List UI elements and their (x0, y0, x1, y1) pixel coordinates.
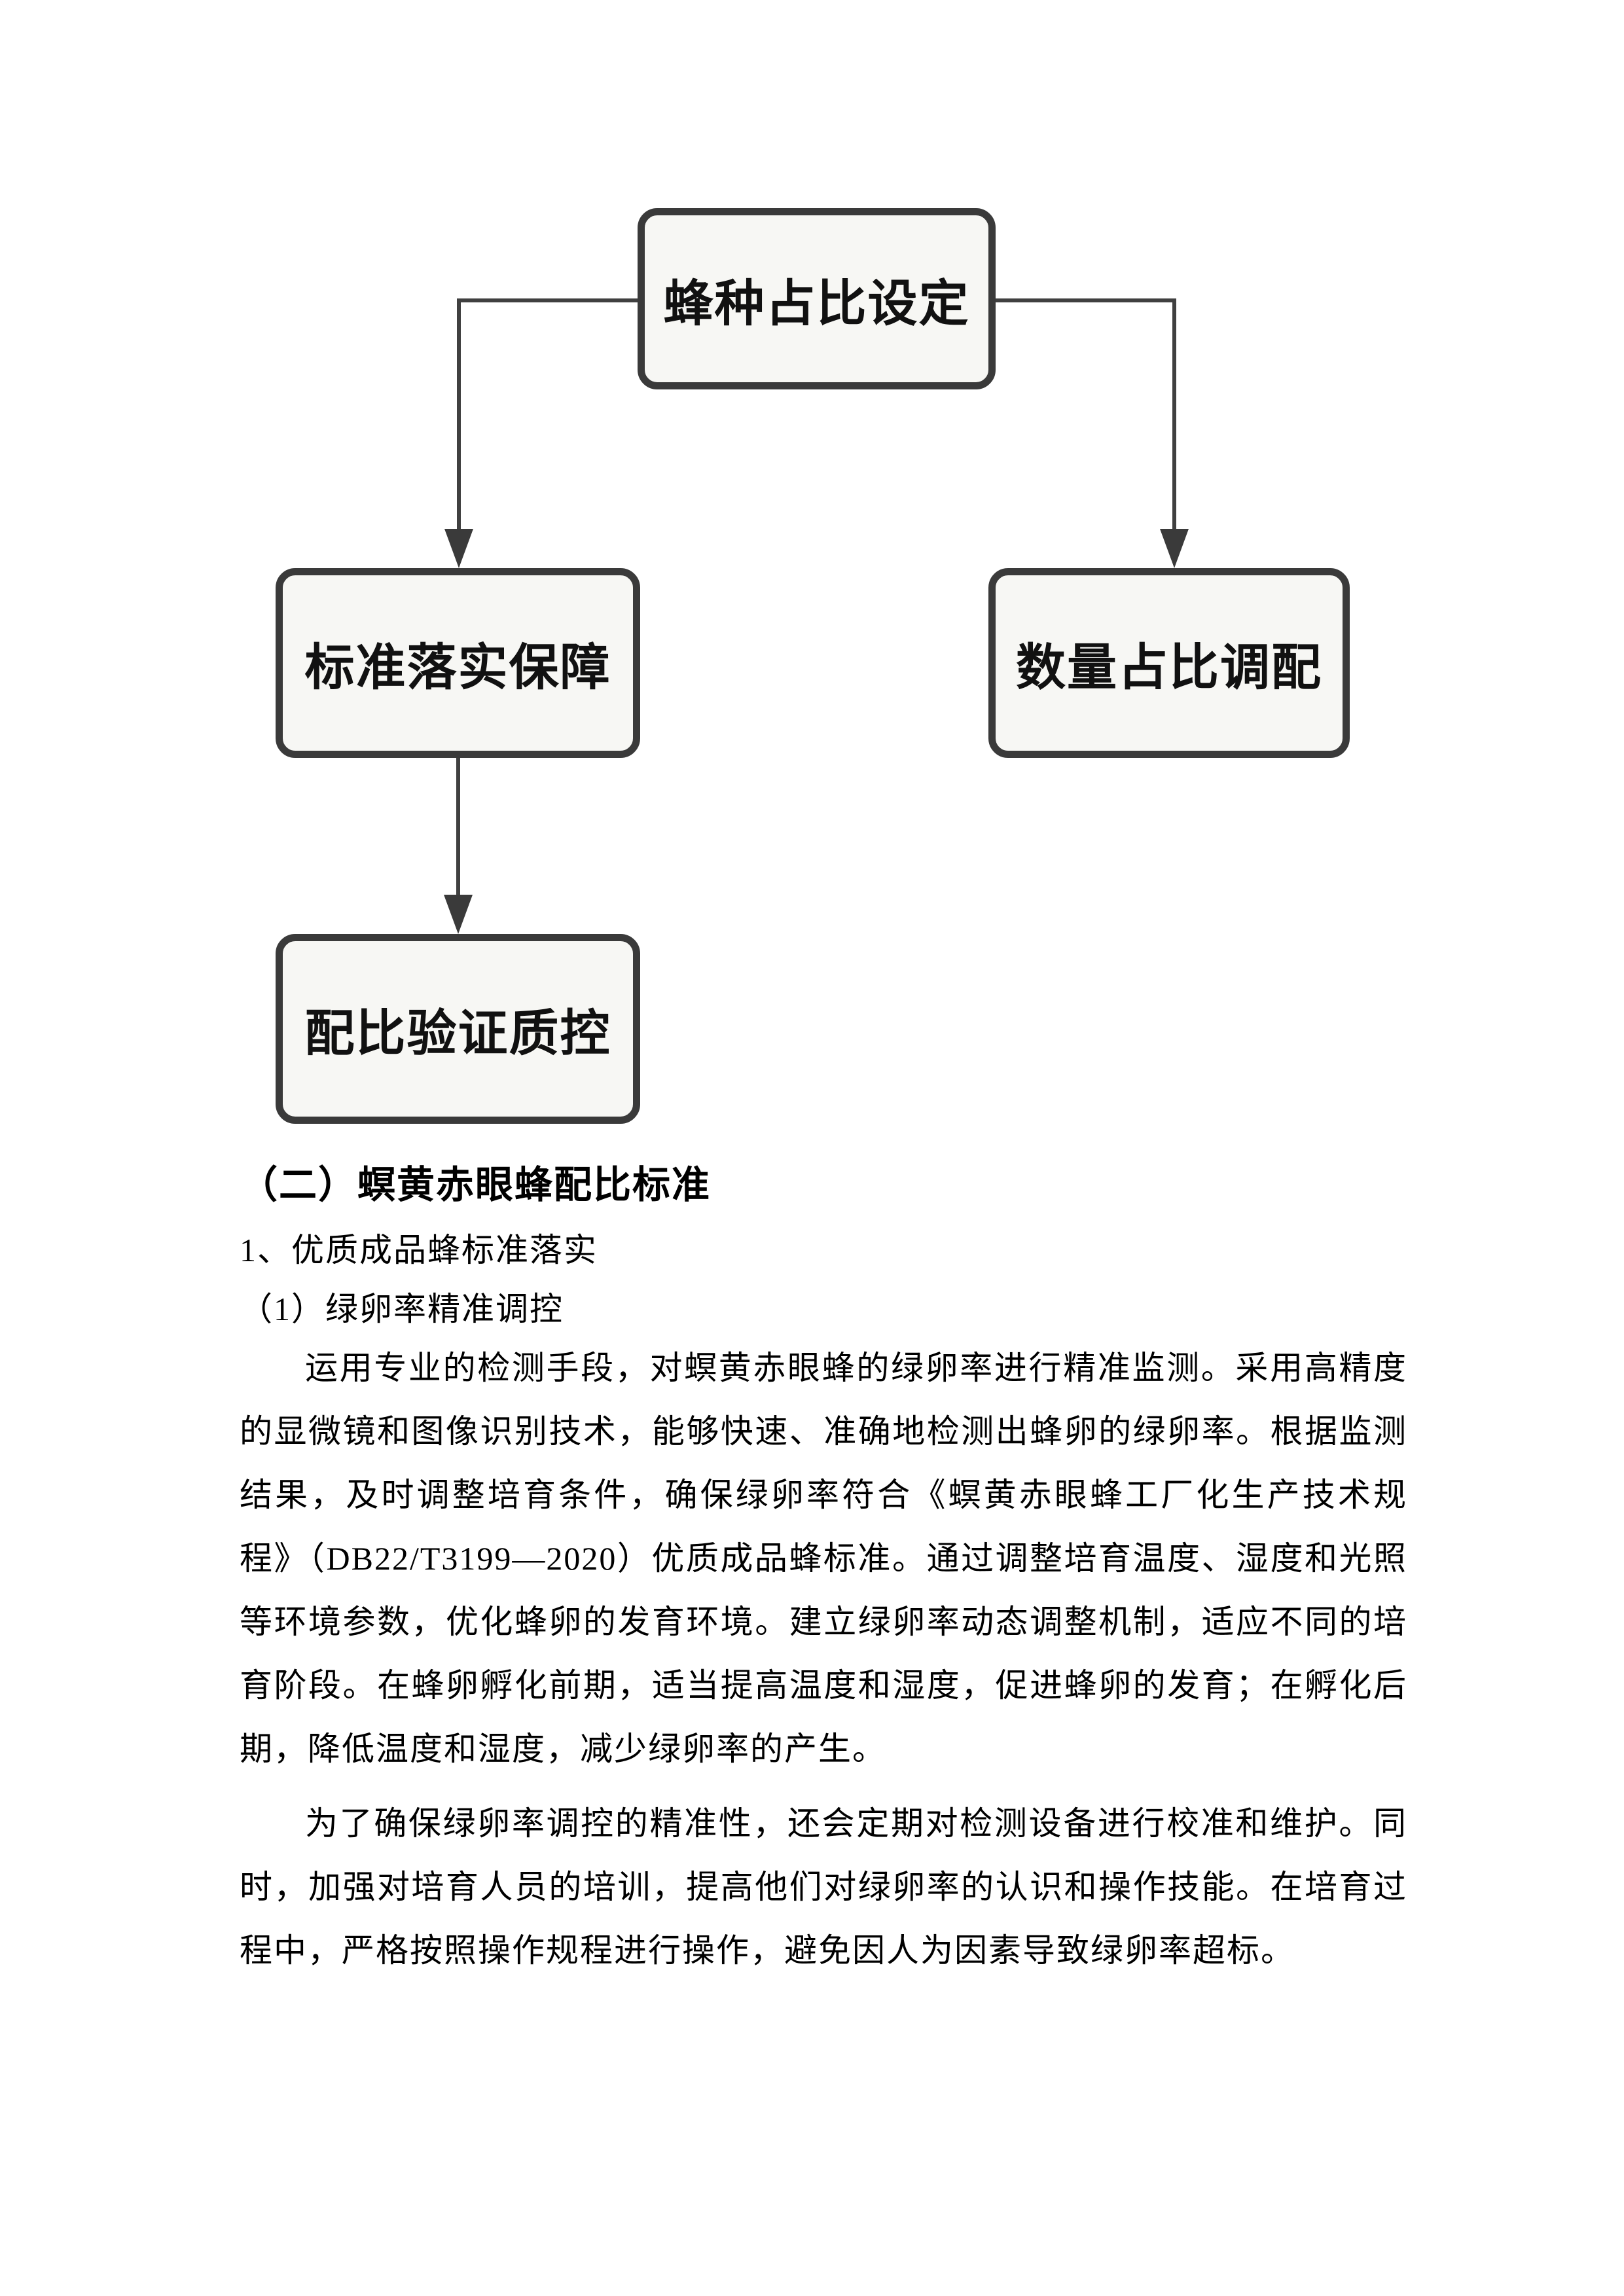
arrowhead-down-icon (444, 895, 473, 934)
paragraph-green-egg-rate-control: 运用专业的检测手段，对螟黄赤眼蜂的绿卵率进行精准监测。采用高精度的显微镜和图像识… (240, 1350, 1407, 1767)
flowchart-node-root-label: 蜂种占比设定 (663, 276, 970, 332)
flowchart-node-root: 蜂种占比设定 (638, 208, 996, 389)
flowchart-node-left-label: 标准落实保障 (304, 641, 611, 696)
connector-root-to-right (996, 298, 1189, 568)
connector-left-to-bottom (444, 758, 473, 934)
flowchart-node-bottom: 配比验证质控 (276, 934, 640, 1124)
flowchart-node-left: 标准落实保障 (276, 568, 640, 758)
arrowhead-down-icon (444, 529, 473, 568)
flowchart-connectors (444, 298, 1189, 934)
flowchart-node-right: 数量占比调配 (988, 568, 1350, 758)
section-heading: （二）螟黄赤眼蜂配比标准 (240, 1164, 712, 1206)
flowchart-node-right-label: 数量占比调配 (1016, 641, 1322, 696)
connector-root-to-left (444, 298, 638, 568)
item-heading: （1）绿卵率精准调控 (240, 1291, 564, 1327)
subsection-heading: 1、优质成品蜂标准落实 (240, 1232, 598, 1268)
flowchart: 蜂种占比设定 标准落实保障 数量占比调配 配比验证质控 (0, 0, 1624, 1145)
arrowhead-down-icon (1160, 529, 1189, 568)
paragraph-calibration-training: 为了确保绿卵率调控的精准性，还会定期对检测设备进行校准和维护。同时，加强对培育人… (240, 1805, 1407, 1969)
flowchart-node-bottom-label: 配比验证质控 (304, 1007, 611, 1062)
